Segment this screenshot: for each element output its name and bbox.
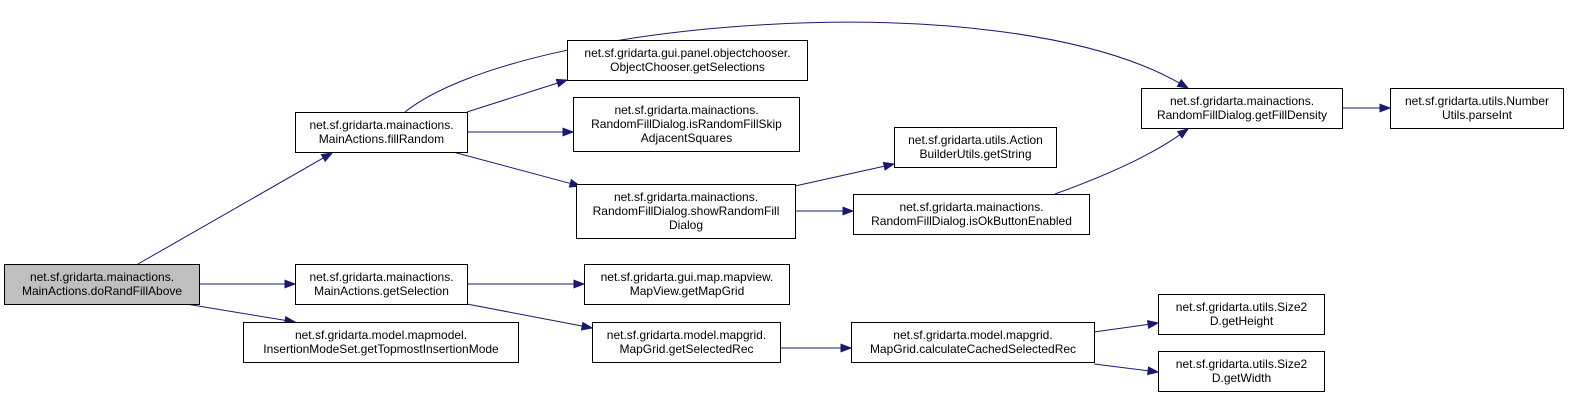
edge-showRandomFillDialog-to-isOkButtonEnabled-arrowhead [842, 206, 855, 216]
node-getSelections[interactable]: net.sf.gridarta.gui.panel.objectchooser.… [567, 40, 808, 81]
node-box [853, 194, 1090, 235]
node-label-line: net.sf.gridarta.gui.panel.objectchooser. [584, 46, 790, 60]
node-label-line: net.sf.gridarta.utils.Size2 [1176, 300, 1308, 314]
edges-layer [137, 21, 1392, 376]
node-box [4, 264, 200, 305]
node-box [243, 322, 519, 363]
node-box [1158, 294, 1325, 335]
edge-isOkButtonEnabled-to-getFillDensity [1054, 133, 1181, 195]
node-getString[interactable]: net.sf.gridarta.utils.ActionBuilderUtils… [894, 127, 1057, 168]
node-isRandomFillSkip[interactable]: net.sf.gridarta.mainactions.RandomFillDi… [573, 97, 800, 152]
edge-doRandFillAbove-to-getSelection-arrowhead [284, 279, 297, 289]
node-label-line: Dialog [669, 218, 703, 232]
node-label-line: net.sf.gridarta.model.mapgrid. [607, 328, 766, 342]
node-label-line: net.sf.gridarta.mainactions. [899, 200, 1043, 214]
node-label-line: net.sf.gridarta.mainactions. [309, 270, 453, 284]
node-label-line: ObjectChooser.getSelections [610, 60, 765, 74]
edge-showRandomFillDialog-to-getString [794, 165, 886, 187]
nodes-layer: net.sf.gridarta.mainactions.MainActions.… [4, 40, 1564, 392]
node-parseInt[interactable]: net.sf.gridarta.utils.NumberUtils.parseI… [1390, 88, 1564, 129]
edge-calculateCachedSelectedRec-to-getHeight-arrowhead [1146, 319, 1160, 329]
node-label-line: RandomFillDialog.isOkButtonEnabled [871, 214, 1072, 228]
node-box [567, 40, 808, 81]
node-label-line: net.sf.gridarta.mainactions. [1170, 94, 1314, 108]
edge-doRandFillAbove-to-getTopmostInsertionMode [185, 303, 287, 322]
edge-doRandFillAbove-to-fillRandom [137, 157, 325, 265]
node-box [894, 127, 1057, 168]
node-label-line: MainActions.getSelection [314, 284, 449, 298]
node-isOkButtonEnabled[interactable]: net.sf.gridarta.mainactions.RandomFillDi… [853, 194, 1090, 235]
node-doRandFillAbove[interactable]: net.sf.gridarta.mainactions.MainActions.… [4, 264, 200, 305]
node-label-line: D.getWidth [1212, 371, 1271, 385]
node-label-line: net.sf.gridarta.utils.Action [908, 133, 1043, 147]
node-box [1141, 88, 1343, 129]
edge-calculateCachedSelectedRec-to-getWidth-arrowhead [1147, 366, 1160, 376]
edge-calculateCachedSelectedRec-to-getWidth [1093, 363, 1150, 372]
edge-showRandomFillDialog-to-getString-arrowhead [882, 161, 896, 171]
node-label-line: net.sf.gridarta.mainactions. [614, 103, 758, 117]
edge-fillRandom-to-showRandomFillDialog [452, 151, 572, 185]
edge-fillRandom-to-getFillDensity [404, 21, 1181, 113]
node-label-line: MapGrid.calculateCachedSelectedRec [870, 342, 1076, 356]
node-getSelectedRec[interactable]: net.sf.gridarta.model.mapgrid.MapGrid.ge… [592, 322, 781, 363]
edge-isOkButtonEnabled-to-getFillDensity-arrowhead [1176, 128, 1190, 139]
edge-getSelectedRec-to-calculateCachedSelectedRec-arrowhead [840, 343, 853, 353]
node-box [295, 264, 468, 305]
node-getSelection[interactable]: net.sf.gridarta.mainactions.MainActions.… [295, 264, 468, 305]
node-getTopmostInsertionMode[interactable]: net.sf.gridarta.model.mapmodel.Insertion… [243, 322, 519, 363]
node-box [1158, 351, 1325, 392]
node-label-line: net.sf.gridarta.gui.map.mapview. [601, 270, 774, 284]
node-label-line: net.sf.gridarta.utils.Size2 [1176, 357, 1308, 371]
edge-fillRandom-to-getFillDensity-arrowhead [1176, 78, 1190, 89]
node-label-line: net.sf.gridarta.mainactions. [30, 270, 174, 284]
node-getMapGrid[interactable]: net.sf.gridarta.gui.map.mapview.MapView.… [584, 264, 790, 305]
edge-fillRandom-to-getSelections [466, 82, 559, 113]
node-showRandomFillDialog[interactable]: net.sf.gridarta.mainactions.RandomFillDi… [576, 184, 796, 239]
edge-calculateCachedSelectedRec-to-getHeight [1093, 323, 1150, 333]
node-label-line: net.sf.gridarta.mainactions. [309, 118, 453, 132]
edge-getSelection-to-getMapGrid-arrowhead [573, 279, 586, 289]
node-calculateCachedSelectedRec[interactable]: net.sf.gridarta.model.mapgrid.MapGrid.ca… [851, 322, 1095, 363]
edge-getSelection-to-getSelectedRec [466, 303, 584, 327]
node-box [576, 184, 796, 239]
node-label-line: BuilderUtils.getString [919, 147, 1031, 161]
node-fillRandom[interactable]: net.sf.gridarta.mainactions.MainActions.… [295, 112, 468, 153]
node-label-line: AdjacentSquares [641, 131, 732, 145]
node-label-line: net.sf.gridarta.utils.Number [1405, 94, 1549, 108]
node-label-line: MainActions.doRandFillAbove [22, 284, 182, 298]
node-label-line: MapGrid.getSelectedRec [619, 342, 753, 356]
node-label-line: net.sf.gridarta.model.mapgrid. [893, 328, 1052, 342]
edge-fillRandom-to-getSelections-arrowhead [555, 78, 569, 88]
edge-getSelection-to-getSelectedRec-arrowhead [580, 321, 594, 331]
node-box [592, 322, 781, 363]
node-box [295, 112, 468, 153]
node-label-line: RandomFillDialog.getFillDensity [1157, 108, 1327, 122]
node-box [851, 322, 1095, 363]
node-box [1390, 88, 1564, 129]
node-getFillDensity[interactable]: net.sf.gridarta.mainactions.RandomFillDi… [1141, 88, 1343, 129]
node-label-line: D.getHeight [1210, 314, 1274, 328]
edge-doRandFillAbove-to-fillRandom-arrowhead [320, 152, 334, 163]
node-label-line: net.sf.gridarta.model.mapmodel. [295, 328, 467, 342]
node-label-line: InsertionModeSet.getTopmostInsertionMode [263, 342, 499, 356]
node-box [584, 264, 790, 305]
node-label-line: RandomFillDialog.isRandomFillSkip [591, 117, 782, 131]
node-label-line: net.sf.gridarta.mainactions. [614, 190, 758, 204]
node-label-line: Utils.parseInt [1442, 108, 1513, 122]
edge-fillRandom-to-isRandomFillSkip-arrowhead [562, 127, 575, 137]
edge-getFillDensity-to-parseInt-arrowhead [1379, 103, 1392, 113]
node-box [573, 97, 800, 152]
node-label-line: RandomFillDialog.showRandomFill [593, 204, 780, 218]
node-label-line: MainActions.fillRandom [319, 132, 444, 146]
node-label-line: MapView.getMapGrid [630, 284, 745, 298]
